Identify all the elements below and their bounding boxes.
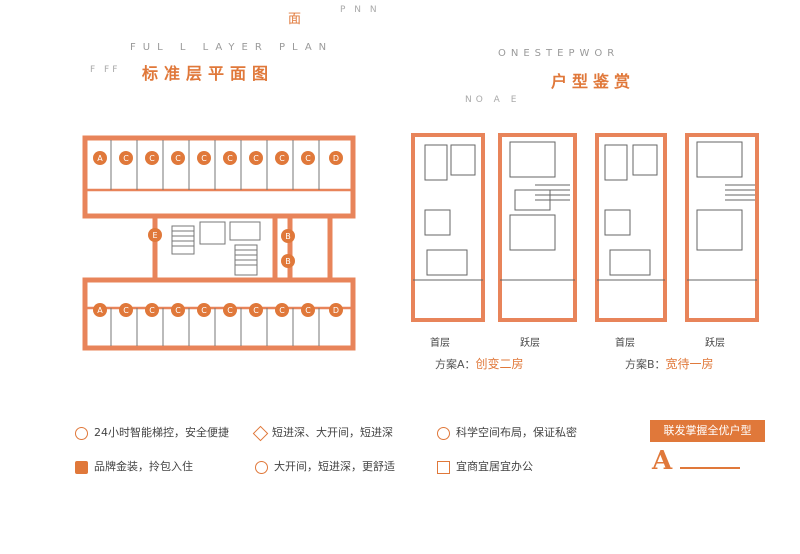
unit-letter: C [201,306,207,315]
feature-item: 大开间，短进深，更舒适 [255,458,395,474]
badge-underline [680,455,740,469]
unit-letter: C [279,154,285,163]
unit-marker [145,303,159,317]
unit-marker [171,303,185,317]
feature-text: 短进深、大开间，短进深 [272,426,393,439]
shield-icon [75,426,88,440]
unit-marker [275,151,289,165]
unit-marker [281,254,295,268]
unit-letter: E [152,231,157,240]
unit-letter: C [227,306,233,315]
unit-marker [197,303,211,317]
unit-marker [249,303,263,317]
feature-text: 大开间，短进深，更舒适 [274,460,395,473]
decorative-letters: NO A E [465,95,521,105]
scheme-a-prefix: 方案A： [435,358,476,371]
unit-letter: C [305,306,311,315]
unit-letter: A [97,154,103,163]
unit-marker [301,303,315,317]
scheme-b-prefix: 方案B： [625,358,666,371]
plan-a-ground [411,133,485,322]
unit-marker [119,151,133,165]
scheme-a-name: 创变二房 [475,357,524,371]
unit-marker [148,228,162,242]
bag-icon [75,460,88,474]
unit-marker [301,151,315,165]
side-wall [272,213,333,283]
unit-letter: C [227,154,233,163]
unit-marker [223,303,237,317]
unit-letter: C [175,154,181,163]
unit-letter: B [285,257,291,266]
plan-floor-label: 跃层 [705,338,725,349]
unit-marker [275,303,289,317]
feature-item: 短进深、大开间，短进深 [252,424,393,441]
scheme-a: 方案A：创变二房 [435,355,524,372]
layout-icon [437,426,450,440]
unit-marker [329,151,343,165]
unit-marker [171,151,185,165]
feature-item: 科学空间布局，保证私密 [437,424,577,440]
unit-marker [281,229,295,243]
decorative-letters: P N N [340,5,380,15]
unit-letter: C [149,154,155,163]
unit-marker [197,151,211,165]
unit-letter: B [285,232,291,241]
top-wing-wall [82,135,356,219]
unit-letter: C [201,154,207,163]
feature-text: 品牌金装，拎包入住 [94,460,193,473]
core-wall [152,213,293,283]
unit-letter: C [305,154,311,163]
feature-text: 科学空间布局，保证私密 [456,426,577,439]
badge-letter: A [652,446,673,476]
plan-b-loft [685,133,759,322]
unit-plans [411,133,759,322]
feature-item: 品牌金装，拎包入住 [75,458,193,474]
floor-plan-title: 标准层平面图 [142,64,275,83]
feature-item: 24小时智能梯控，安全便捷 [75,424,229,440]
unit-letter: C [175,306,181,315]
unit-letter: A [97,306,103,315]
plan-floor-label: 首层 [615,338,635,349]
plan-floor-label: 跃层 [520,338,540,349]
unit-letter: C [253,154,259,163]
unit-letter: C [253,306,259,315]
cloud-icon [255,460,268,474]
unit-marker [329,303,343,317]
floor-plan-english-title: FUL L LAYER PLAN [130,42,334,53]
unit-english-title: ONESTEPWOR [498,48,620,59]
decorative-glyph: 面 [288,12,302,27]
unit-letter: D [333,154,339,163]
unit-letter: D [333,306,339,315]
plan-floor-label: 首层 [430,338,450,349]
unit-marker [93,303,107,317]
scheme-b: 方案B：宽待一房 [625,355,714,372]
diamond-icon [252,425,269,441]
unit-marker [249,151,263,165]
unit-letter: C [123,154,129,163]
standard-floor-plan: A C C C C C C C C D A C C C C C C C C D … [82,135,356,351]
decorative-letters: F FF [90,65,121,75]
building-icon [437,460,450,474]
unit-letter: C [123,306,129,315]
unit-marker [93,151,107,165]
scheme-b-name: 宽待一房 [665,357,714,371]
unit-marker [145,151,159,165]
feature-text: 24小时智能梯控，安全便捷 [94,426,229,439]
unit-marker [223,151,237,165]
premium-unit-badge: 联发掌握全优户型 [650,420,765,442]
unit-title: 户型鉴赏 [551,72,636,91]
plan-b-ground [595,133,667,322]
feature-item: 宜商宜居宜办公 [437,458,533,474]
plan-a-loft [498,133,577,322]
unit-letter: C [149,306,155,315]
unit-letter: C [279,306,285,315]
feature-text: 宜商宜居宜办公 [456,460,533,473]
unit-marker [119,303,133,317]
